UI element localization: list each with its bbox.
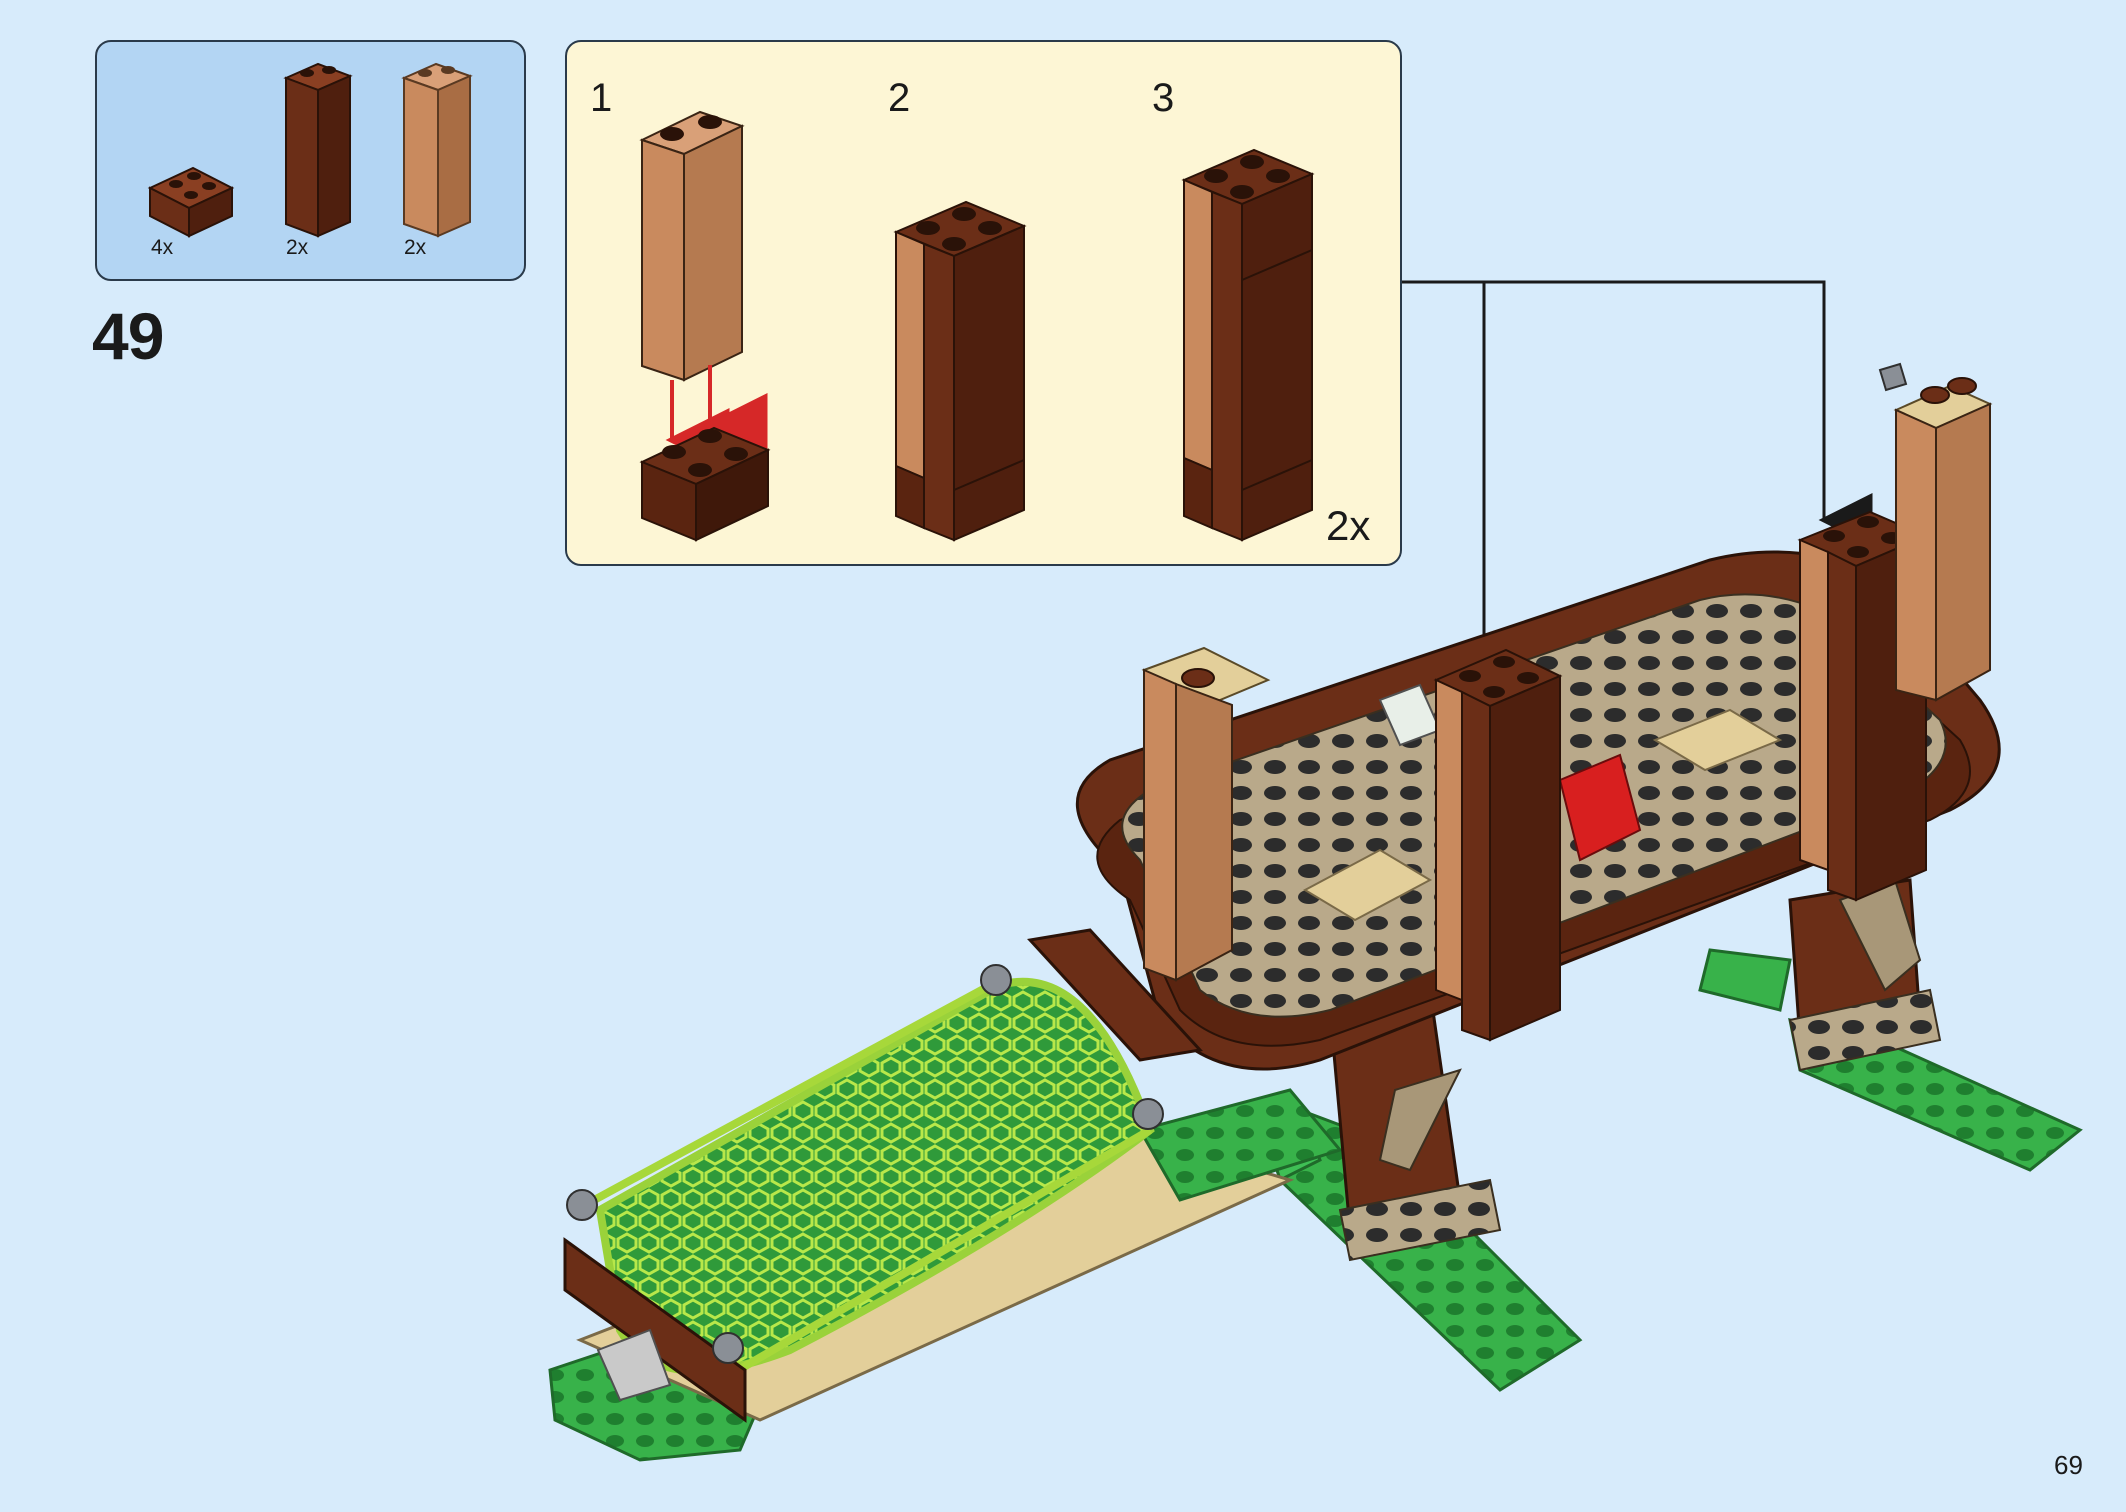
part-quantity-3: 2x — [404, 236, 427, 259]
tan-tile-1 — [1302, 848, 1433, 922]
part-quantity-2: 2x — [286, 236, 309, 259]
part-brick-2x2-icon — [147, 166, 235, 238]
pillar-left-tan — [1141, 646, 1271, 982]
substep-number-3: 3 — [1152, 76, 1175, 120]
pillar-center-brown — [1433, 648, 1563, 1042]
pillar-back-tan — [1878, 362, 1993, 702]
substep-number-1: 1 — [590, 76, 613, 120]
tan-tile-2 — [1652, 708, 1783, 772]
step-number: 49 — [92, 299, 164, 373]
red-chest — [1558, 753, 1642, 862]
substep-3-illustration — [1181, 148, 1315, 542]
page-number: 69 — [2054, 1450, 2083, 1480]
treehouse-model — [548, 362, 2083, 1462]
net-bridge — [563, 928, 1203, 1423]
substep-number-2: 2 — [888, 76, 911, 120]
part-brick-1x2x3-brown-icon — [283, 62, 353, 238]
part-quantity-1: 4x — [151, 236, 174, 259]
substep-multiplier: 2x — [1326, 502, 1371, 549]
part-brick-1x2x3-nougat-icon — [401, 62, 473, 238]
trunk-supports — [1328, 878, 1942, 1262]
callout-arrows — [1402, 280, 1873, 682]
substep-2-illustration — [893, 200, 1027, 542]
substep-1-illustration — [639, 110, 771, 542]
